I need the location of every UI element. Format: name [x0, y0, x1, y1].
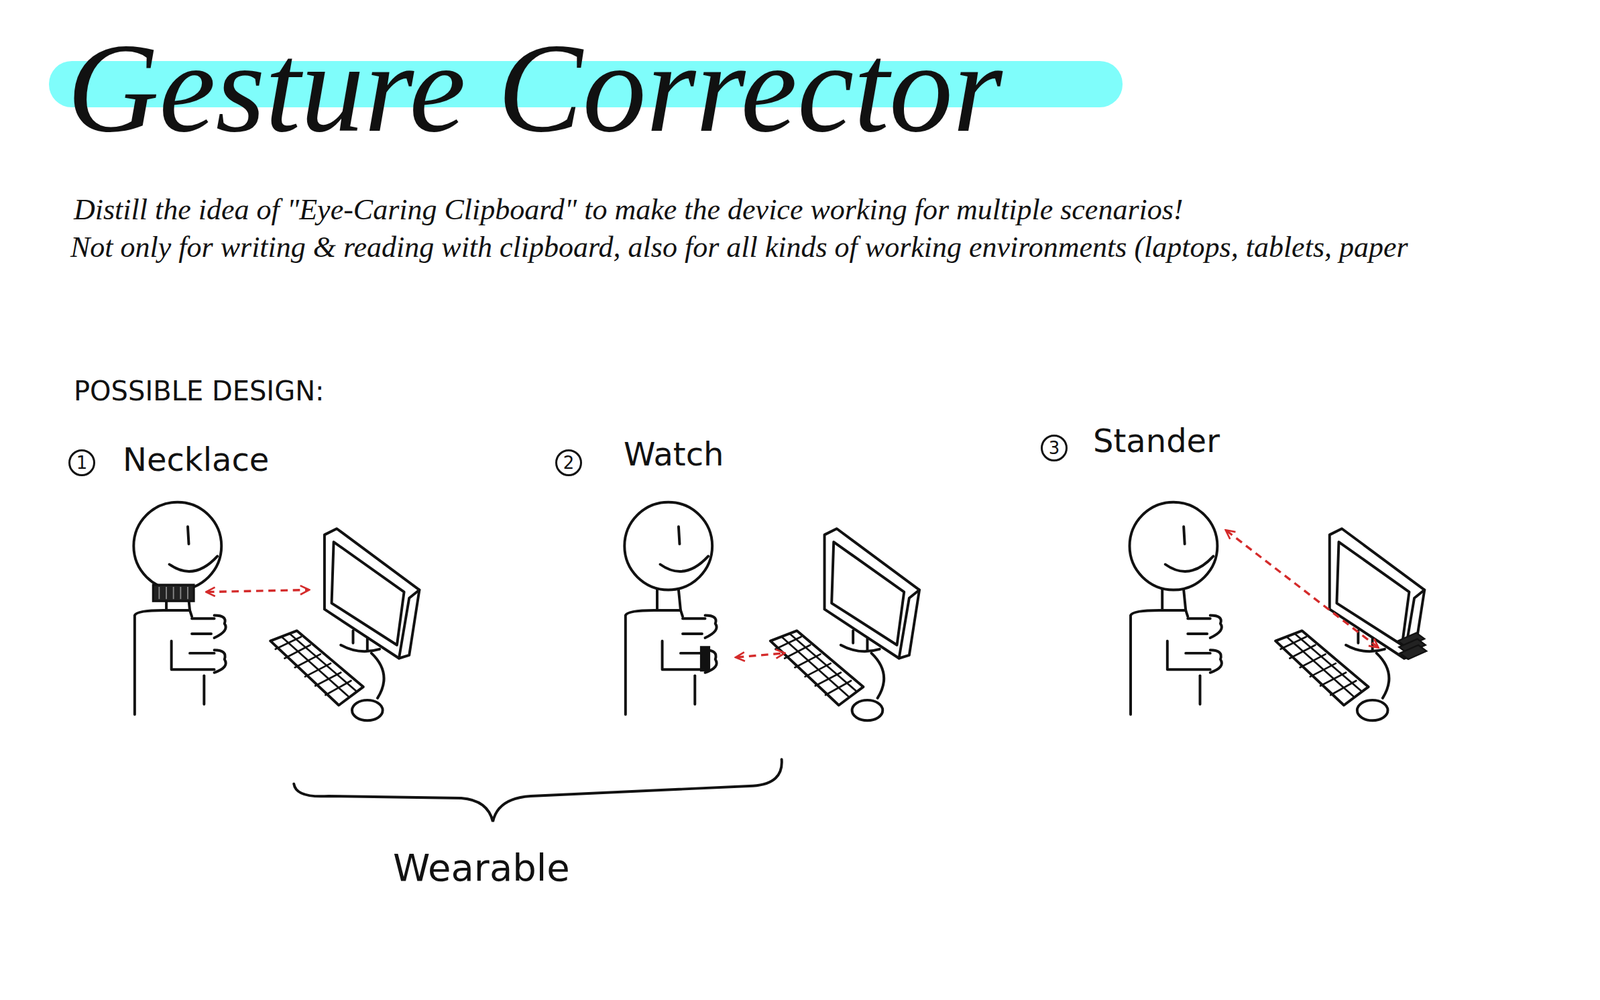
callout-number: 3 [1040, 434, 1068, 462]
watch-device [700, 645, 711, 672]
callout-number: 2 [555, 449, 583, 477]
computer-figure [1275, 528, 1425, 721]
person-figure [1129, 502, 1222, 715]
note-text: Not only for writing & reading with clip… [70, 230, 1409, 265]
sensing-arrow [1226, 530, 1378, 647]
callout-number: 1 [68, 449, 96, 477]
title-text: Gesture Corrector [67, 14, 1003, 162]
necklace-device [152, 584, 194, 601]
stander-device [1398, 632, 1427, 660]
computer-figure [770, 528, 920, 721]
design-name: Necklace [122, 441, 269, 479]
person-figure [624, 502, 717, 715]
grouping-brace [293, 759, 782, 822]
note-text: Distill the idea of "Eye-Caring Clipboar… [73, 193, 1184, 228]
group-label: Wearable [392, 846, 570, 890]
sensing-arrow [736, 653, 784, 658]
design-name: Watch [623, 435, 724, 473]
design-name: Stander [1093, 422, 1220, 460]
section-heading: POSSIBLE DESIGN: [73, 375, 325, 407]
sensing-arrow [207, 590, 309, 593]
computer-figure [270, 528, 420, 721]
person-figure [133, 502, 226, 715]
